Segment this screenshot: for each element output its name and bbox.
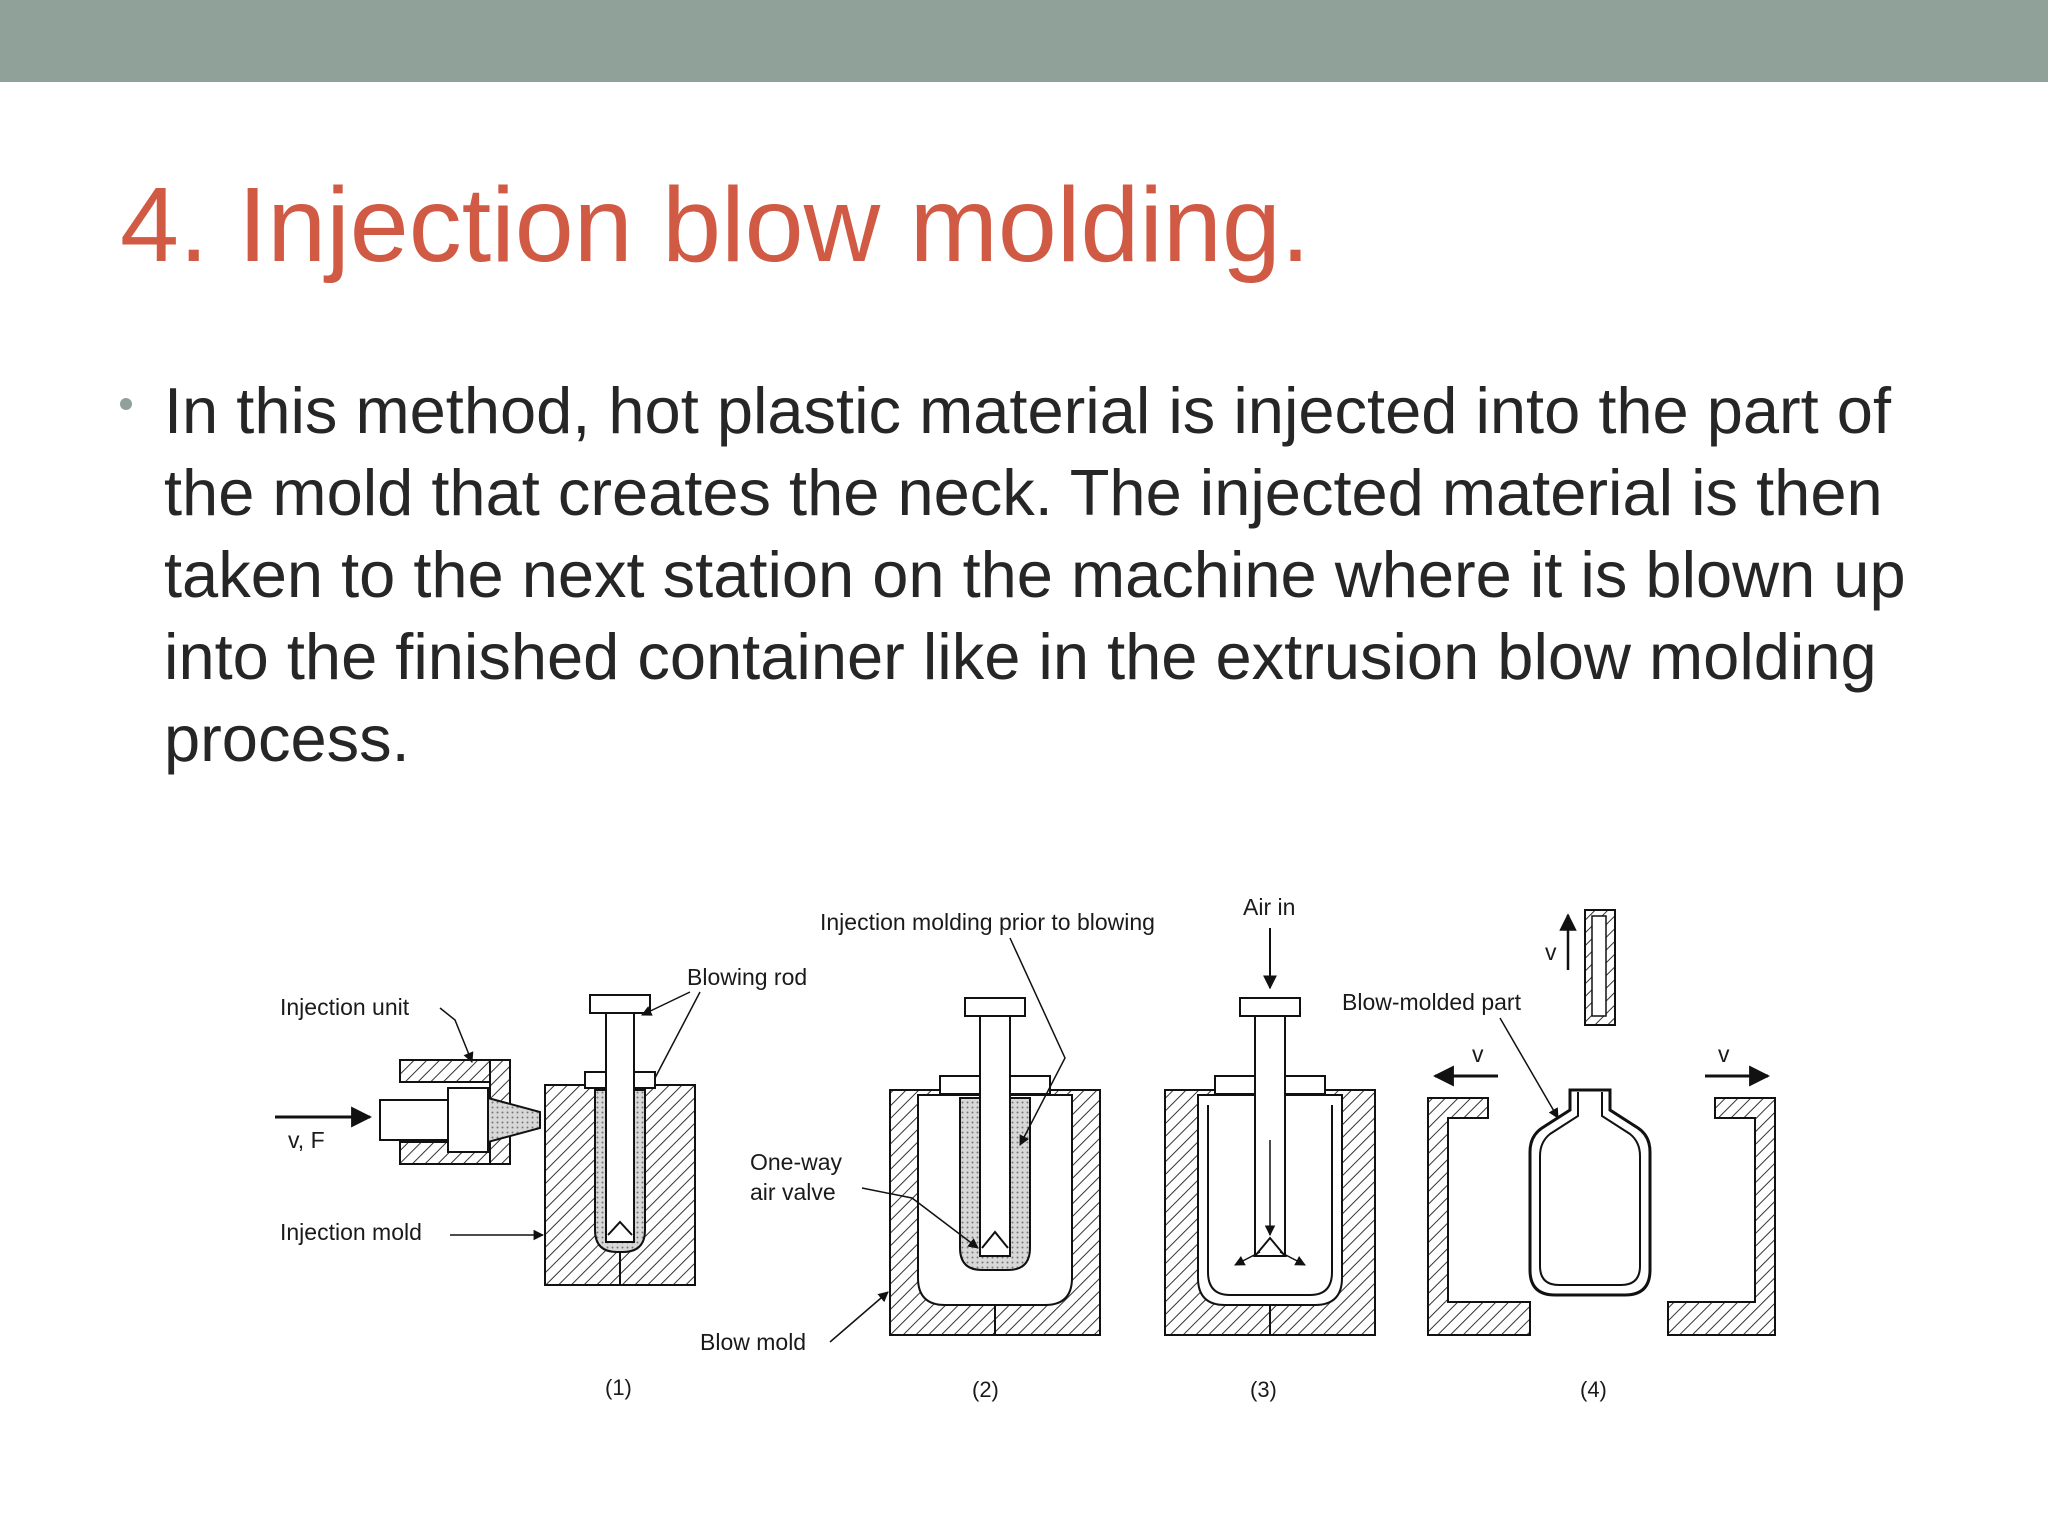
bullet-marker: [120, 398, 132, 410]
injection-blow-molding-diagram: Injection unit v, F Injection mold Blowi…: [275, 894, 1776, 1402]
blowing-rod-2: [939, 997, 1051, 1257]
stage-2: Injection molding prior to blowing One-w…: [700, 909, 1155, 1402]
step-1-label: (1): [605, 1375, 632, 1400]
injection-unit-label: Injection unit: [280, 994, 410, 1020]
blowing-rod: [584, 994, 656, 1243]
injection-unit: [379, 1059, 541, 1165]
blow-mold-right-half: [1667, 1097, 1776, 1336]
blow-mold-label: Blow mold: [700, 1329, 806, 1355]
step-4-label: (4): [1580, 1377, 1607, 1402]
blow-molded-bottle: [1528, 1088, 1652, 1297]
v-up-label: v: [1545, 939, 1557, 965]
step-3-label: (3): [1250, 1377, 1277, 1402]
injection-molding-prior-label: Injection molding prior to blowing: [820, 909, 1155, 935]
v-right-label: v: [1718, 1041, 1730, 1067]
v-left-label: v: [1472, 1041, 1484, 1067]
vf-label: v, F: [288, 1127, 325, 1153]
one-way-label: One-way: [750, 1149, 843, 1175]
stage-3: Air in (3): [1164, 894, 1376, 1402]
ejected-rod: v: [1545, 909, 1616, 1026]
bullet-text: In this method, hot plastic material is …: [164, 374, 1906, 775]
blow-mold-left-half: [1427, 1097, 1531, 1336]
blowing-rod-3: [1214, 997, 1326, 1266]
blowing-rod-label: Blowing rod: [687, 964, 807, 990]
stage-4: v Blow-molded part v v (4): [1342, 909, 1776, 1402]
air-valve-label: air valve: [750, 1179, 836, 1205]
air-in-label: Air in: [1243, 894, 1295, 920]
injection-mold-label: Injection mold: [280, 1219, 422, 1245]
slide-title: 4. Injection blow molding.: [120, 166, 1311, 284]
step-2-label: (2): [972, 1377, 999, 1402]
top-accent-bar: [0, 0, 2048, 82]
stage-1: Injection unit v, F Injection mold Blowi…: [275, 964, 807, 1400]
blow-molded-part-label: Blow-molded part: [1342, 989, 1522, 1015]
